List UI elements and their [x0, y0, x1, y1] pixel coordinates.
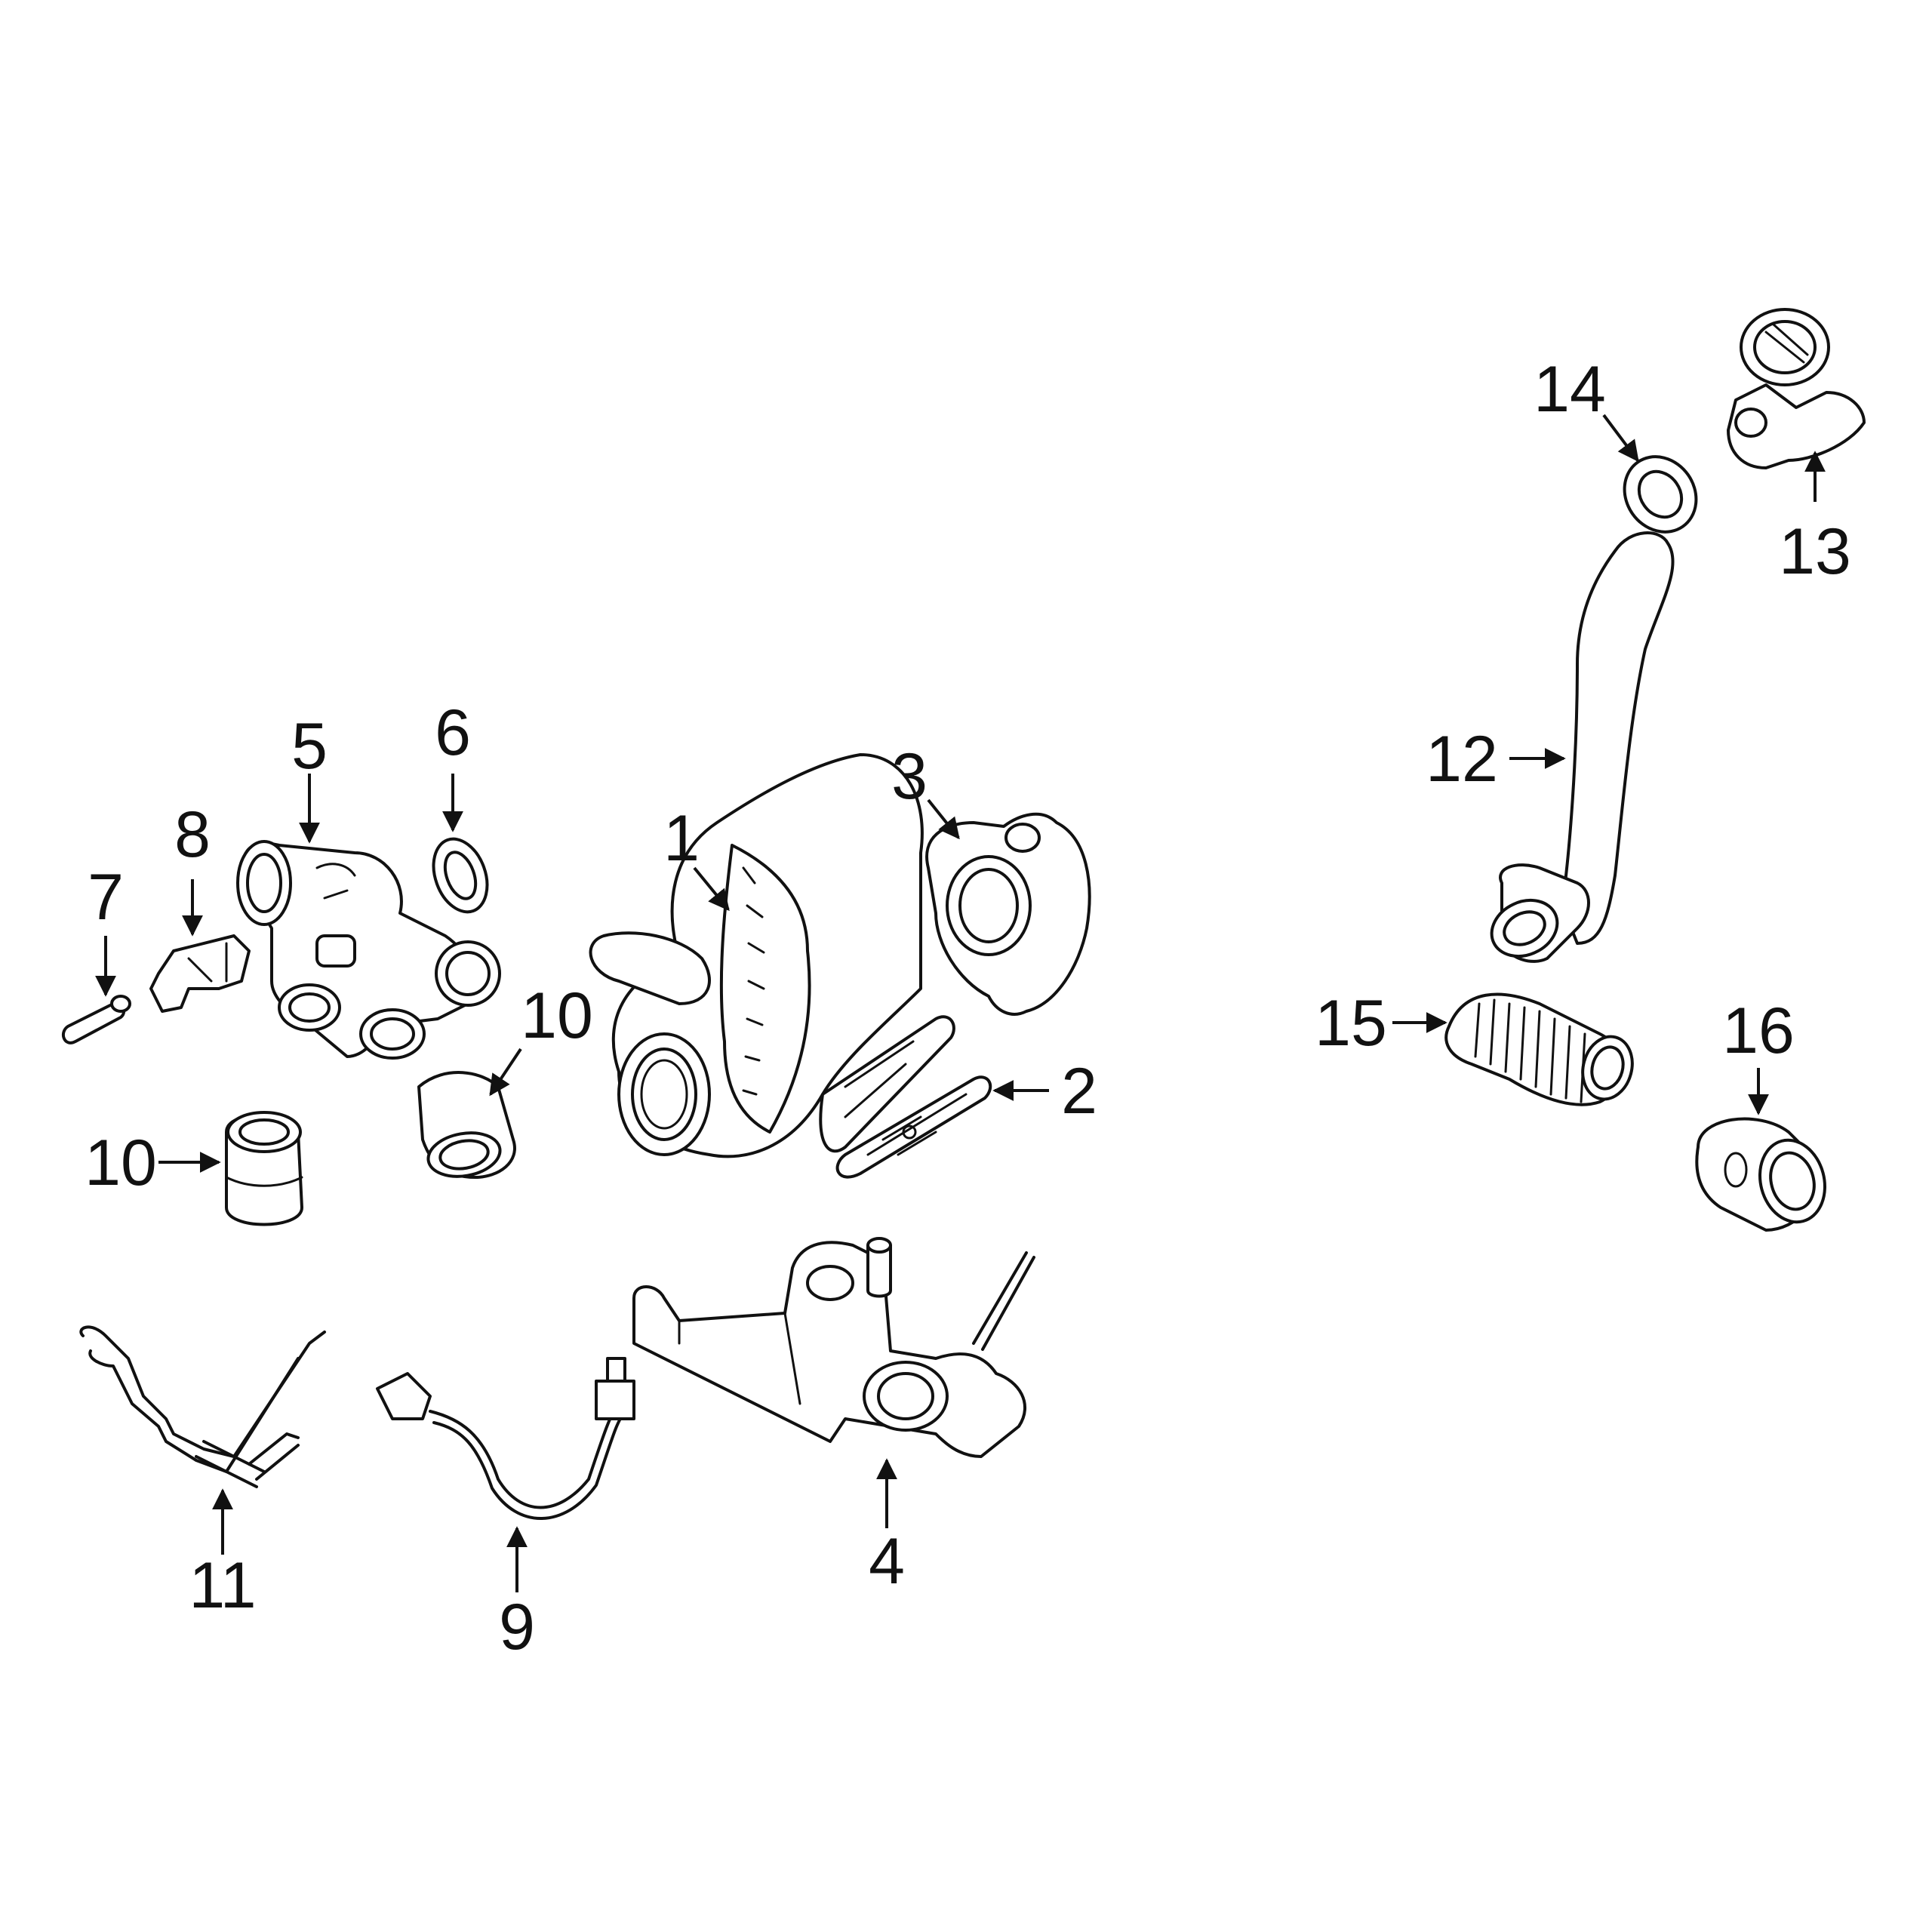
- callout-2: 2: [1061, 1055, 1097, 1128]
- leader-lines: [95, 414, 1826, 1592]
- part-bracket-actuator: [632, 1237, 1035, 1458]
- part-elbow-outlet: [1727, 308, 1866, 469]
- part-small-bracket: [149, 934, 251, 1013]
- part-seal-ring: [432, 837, 489, 914]
- callout-3: 3: [891, 740, 928, 813]
- part-elbow-housing: [925, 812, 1091, 1016]
- part-exhaust-tube: [236, 840, 501, 1060]
- callout-5: 5: [291, 710, 328, 783]
- callout-13: 13: [1779, 515, 1851, 588]
- callout-10a: 10: [521, 980, 593, 1052]
- part-tube-assembly: [79, 1325, 326, 1488]
- callout-9: 9: [499, 1591, 535, 1663]
- callout-15: 15: [1315, 987, 1387, 1060]
- part-turbocharger: [589, 753, 955, 1158]
- callout-10b: 10: [85, 1127, 157, 1199]
- part-elbow-gasket: [1623, 455, 1698, 534]
- callout-14: 14: [1534, 353, 1606, 426]
- callout-8: 8: [174, 798, 211, 871]
- leader-3: [927, 798, 960, 840]
- part-sensor-harness: [376, 1357, 635, 1520]
- part-flex-hose: [1444, 992, 1634, 1106]
- callout-16: 16: [1722, 995, 1795, 1067]
- callout-12: 12: [1426, 723, 1498, 795]
- callout-6: 6: [435, 697, 471, 769]
- part-sensor: [61, 995, 131, 1044]
- callout-1: 1: [663, 802, 700, 875]
- callout-11: 11: [189, 1549, 256, 1622]
- callout-4: 4: [869, 1525, 905, 1598]
- leader-10a: [489, 1048, 522, 1097]
- leader-1: [693, 866, 730, 912]
- part-coupler-right: [1695, 1117, 1826, 1232]
- callout-7: 7: [88, 861, 124, 934]
- part-coupler-lower: [225, 1111, 303, 1226]
- part-gasket: [835, 1075, 992, 1179]
- part-hose-pipe: [1490, 531, 1675, 963]
- part-coupler-upper: [417, 1071, 516, 1179]
- callout-labels: 1 2 3 4 5 6 7 8 9 10 10 11 12 13 14 15 1…: [85, 353, 1851, 1663]
- leader-14: [1602, 414, 1639, 463]
